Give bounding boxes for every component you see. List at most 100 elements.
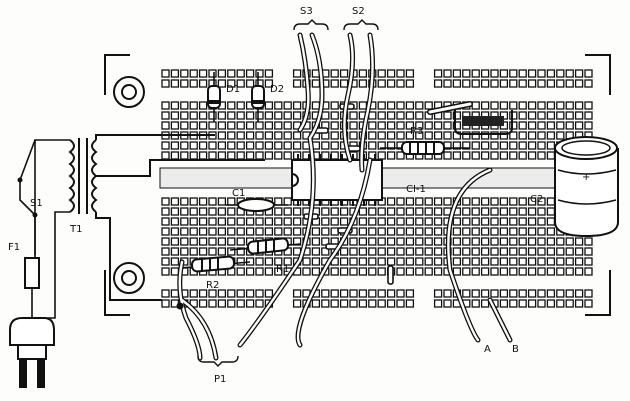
board-pad bbox=[471, 267, 480, 276]
board-pad bbox=[480, 79, 490, 88]
board-pad bbox=[480, 131, 490, 140]
board-pad bbox=[565, 79, 574, 88]
board-pad bbox=[396, 207, 405, 216]
board-pad bbox=[377, 227, 386, 236]
board-pad bbox=[283, 257, 292, 266]
board-pad bbox=[358, 289, 368, 298]
board-pad bbox=[527, 237, 537, 246]
board-pad bbox=[368, 247, 377, 256]
board-pad bbox=[292, 299, 302, 308]
board-pad bbox=[368, 207, 377, 216]
board-pad bbox=[527, 197, 537, 206]
board-pad bbox=[537, 299, 546, 308]
label-p1: P1 bbox=[214, 374, 226, 385]
board-pad bbox=[574, 79, 584, 88]
board-pad bbox=[386, 69, 396, 78]
board-pad bbox=[161, 121, 170, 130]
board-pad bbox=[509, 289, 518, 298]
board-pad bbox=[368, 227, 377, 236]
board-pad bbox=[245, 69, 255, 78]
board-pad bbox=[462, 197, 471, 206]
board-pad bbox=[415, 197, 424, 206]
board-pad bbox=[527, 121, 537, 130]
board-pad bbox=[546, 207, 556, 216]
board-pad bbox=[433, 197, 443, 206]
board-pad bbox=[471, 299, 480, 308]
board-pad bbox=[462, 141, 471, 150]
board-pad bbox=[170, 79, 180, 88]
board-pad bbox=[236, 247, 245, 256]
board-pad bbox=[415, 227, 424, 236]
board-pad bbox=[161, 207, 170, 216]
board-pad bbox=[443, 131, 452, 140]
board-pad bbox=[509, 121, 518, 130]
board-pad bbox=[189, 151, 198, 160]
board-pad bbox=[368, 237, 377, 246]
board-pad bbox=[349, 257, 358, 266]
board-pad bbox=[321, 207, 330, 216]
board-pad bbox=[537, 227, 546, 236]
board-pad bbox=[480, 237, 490, 246]
board-pad bbox=[433, 79, 443, 88]
board-pad bbox=[415, 257, 424, 266]
board-pad bbox=[452, 217, 462, 226]
board-pad bbox=[377, 247, 386, 256]
board-pad bbox=[339, 207, 349, 216]
board-pad bbox=[377, 267, 386, 276]
board-pad bbox=[198, 101, 208, 110]
board-pad bbox=[292, 217, 302, 226]
board-pad bbox=[480, 299, 490, 308]
mounting-hole-top bbox=[113, 76, 145, 108]
board-pad bbox=[368, 289, 377, 298]
board-pad bbox=[161, 197, 170, 206]
board-pad bbox=[518, 299, 527, 308]
label-r1: R1 bbox=[276, 264, 289, 275]
board-pad bbox=[311, 237, 321, 246]
board-pad bbox=[490, 101, 499, 110]
board-pad bbox=[274, 257, 283, 266]
board-pad bbox=[349, 247, 358, 256]
board-pad bbox=[480, 151, 490, 160]
resistor-r2 bbox=[179, 255, 251, 273]
board-pad bbox=[311, 267, 321, 276]
board-pad bbox=[499, 257, 509, 266]
board-pad bbox=[321, 141, 330, 150]
board-pad bbox=[471, 197, 480, 206]
board-pad bbox=[283, 151, 292, 160]
board-pad bbox=[565, 111, 574, 120]
board-pad bbox=[208, 111, 217, 120]
board-pad bbox=[339, 79, 349, 88]
board-pad bbox=[208, 227, 217, 236]
mains-wiring bbox=[19, 139, 70, 319]
board-pad bbox=[537, 69, 546, 78]
label-d2: D2 bbox=[270, 84, 284, 95]
board-pad bbox=[377, 69, 386, 78]
board-pad bbox=[480, 101, 490, 110]
board-pad bbox=[161, 267, 170, 276]
board-pad bbox=[170, 217, 180, 226]
board-pad bbox=[227, 197, 236, 206]
board-pad bbox=[274, 207, 283, 216]
label-r3: R3 bbox=[410, 126, 423, 137]
board-pad bbox=[245, 227, 255, 236]
board-pad bbox=[405, 217, 415, 226]
board-pad bbox=[292, 227, 302, 236]
board-pad bbox=[217, 121, 227, 130]
board-pad bbox=[339, 267, 349, 276]
board-pad bbox=[462, 207, 471, 216]
board-pad bbox=[556, 131, 565, 140]
board-pad bbox=[509, 267, 518, 276]
board-pad bbox=[565, 121, 574, 130]
board-pad bbox=[537, 197, 546, 206]
board-pad bbox=[264, 257, 274, 266]
board-pad bbox=[292, 79, 302, 88]
board-pad bbox=[264, 289, 274, 298]
board-pad bbox=[509, 131, 518, 140]
board-pad bbox=[471, 131, 480, 140]
board-pad bbox=[321, 237, 330, 246]
board-pad bbox=[255, 69, 264, 78]
board-pad bbox=[170, 69, 180, 78]
board-pad bbox=[405, 289, 415, 298]
